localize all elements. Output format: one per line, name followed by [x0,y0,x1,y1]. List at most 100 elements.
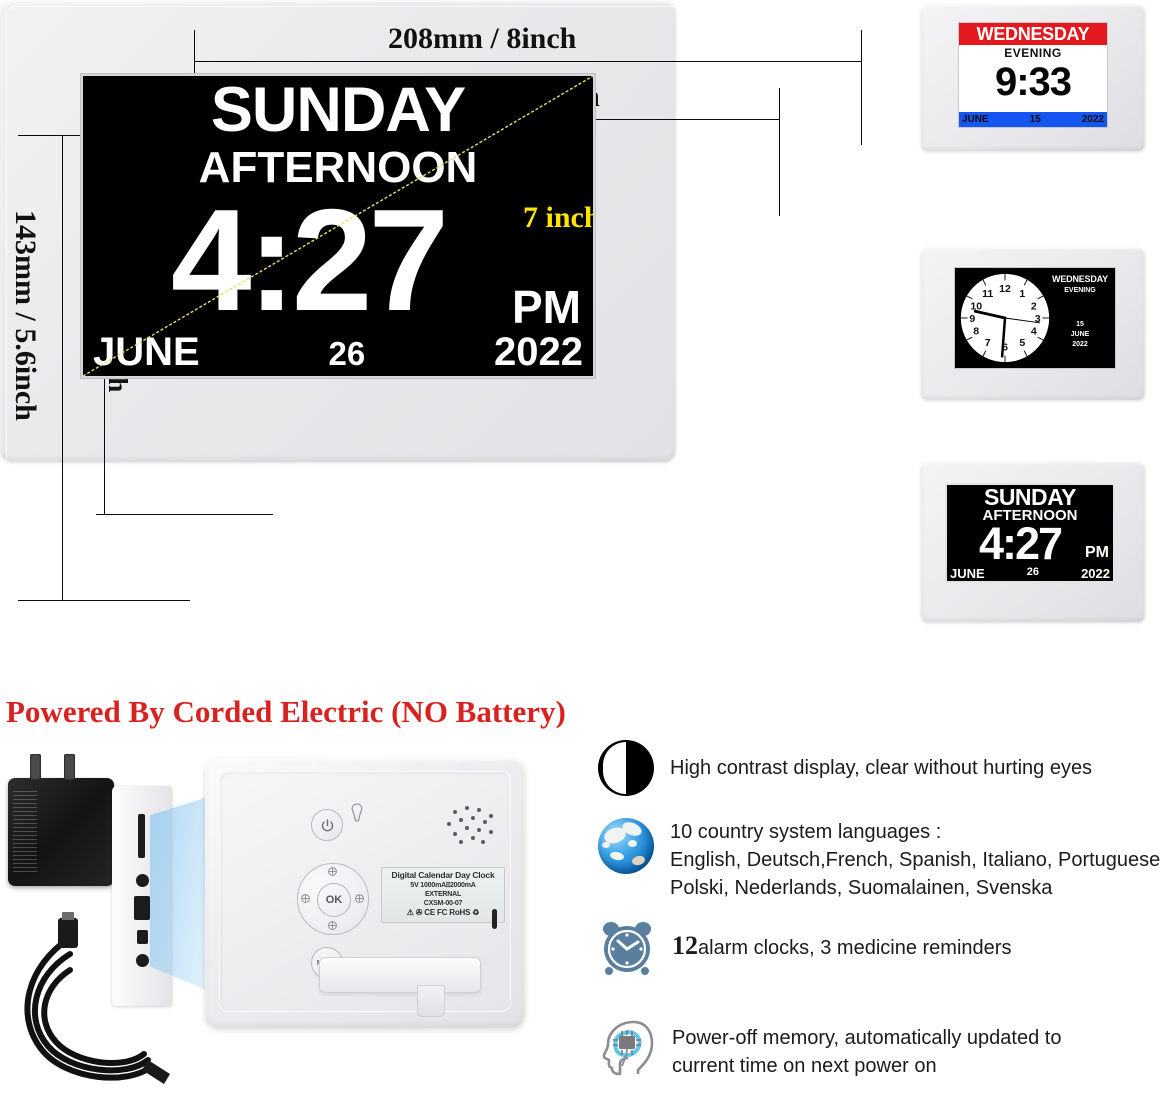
memory-line-1: Power-off memory, automatically updated … [672,1027,1062,1049]
alarm-description: alarm clocks, 3 medicine reminders [698,937,1012,959]
display-date: 26 [328,335,366,372]
feature-alarms-text: 12alarm clocks, 3 medicine reminders [672,932,1011,962]
thumbnail-color-mode: WEDNESDAY EVENING 9:33 JUNE 15 2022 [921,5,1145,151]
color-mode-body: EVENING 9:33 [959,45,1107,112]
display-year: 2022 [494,330,583,374]
color-mode-screen: WEDNESDAY EVENING 9:33 JUNE 15 2022 [959,23,1107,127]
dimension-tick-outer-bottom [18,600,190,601]
alarm-clock-icon [598,920,656,983]
svg-text:9: 9 [969,313,975,325]
svg-text:7: 7 [985,337,991,349]
feature-high-contrast: High contrast display, clear without hur… [598,740,1092,796]
dpad-up-button[interactable]: ⨁ [328,866,337,876]
main-clock-unit: SUNDAY AFTERNOON 4:27 PM JUNE 26 2022 7 … [0,0,676,462]
usb-a-port [134,896,150,920]
audio-jack [136,874,149,887]
adapter-prong-left [30,754,41,780]
back-panel-inner: ⨁ ⨁ ⨁ ⨁ OK MENU Digital Calendar Day Clo… [219,771,511,1017]
dimension-label-outer-height: 143mm / 5.6inch [9,210,42,421]
color-mode-day: WEDNESDAY [959,23,1107,45]
thumbnail-mono-mode: SUNDAY AFTERNOON 4:27 PM JUNE 26 2022 [921,462,1145,622]
display-month: JUNE [93,330,200,374]
adapter-spec-text [13,790,37,872]
sd-card-slot [138,814,145,858]
head-memory-icon [598,1018,656,1081]
label-external: EXTERNAL [424,891,462,898]
alarm-count: 12 [672,931,698,960]
mono-mode-time: 4:27 [978,518,1063,569]
product-spec-label: Digital Calendar Day Clock 5V 1000mA⍐200… [381,867,505,923]
diagonal-size-label: 7 inch [523,201,593,234]
label-power-rating: 5V 1000mA⍐2000mA [410,882,476,889]
speaker-grille [447,806,493,848]
side-slot [492,909,497,929]
languages-heading: 10 country system languages : [670,821,942,843]
display-time: 4:27 [170,179,449,341]
power-button[interactable] [311,809,343,841]
main-display-screen: SUNDAY AFTERNOON 4:27 PM JUNE 26 2022 7 … [83,76,593,376]
dpad-down-button[interactable]: ⨁ [328,920,337,930]
feature-languages-text: 10 country system languages : English, D… [670,818,1160,902]
label-product-name: Digital Calendar Day Clock [391,870,495,880]
clock-back-panel: ⨁ ⨁ ⨁ ⨁ OK MENU Digital Calendar Day Clo… [205,758,525,1028]
memory-line-2: current time on next power on [672,1055,937,1077]
mono-mode-year: 2022 [1081,566,1110,581]
ok-button[interactable]: OK [317,883,351,917]
svg-text:12: 12 [999,283,1011,295]
color-mode-year: 2022 [1081,114,1104,125]
navigation-dpad[interactable]: ⨁ ⨁ ⨁ ⨁ OK [297,863,369,935]
display-ampm: PM [512,281,581,333]
mono-mode-part-of-day: AFTERNOON [982,507,1078,524]
analog-mode-date-block: 15 JUNE 2022 [1047,320,1113,350]
analog-mode-info: WEDNESDAY EVENING 15 JUNE 2022 [1047,274,1113,350]
mono-mode-date: 26 [1026,566,1039,578]
usb-wall-adapter [8,754,114,886]
color-mode-time: 9:33 [994,60,1072,104]
svg-text:3: 3 [1035,313,1041,325]
wall-mount-keyhole-icon [351,803,363,822]
micro-usb-port [137,930,148,944]
powered-by-headline: Powered By Corded Electric (NO Battery) [6,694,566,729]
analog-mode-day: WEDNESDAY [1052,274,1108,284]
globe-icon [598,818,654,874]
usb-cable [24,912,170,1084]
side-port-panel [112,786,172,1006]
dimension-line-outer-width-top [194,61,862,62]
dc-power-jack [136,954,149,967]
dimension-line-outer-height [62,135,63,601]
color-mode-month: JUNE [962,114,989,125]
feature-power-off-memory: Power-off memory, automatically updated … [598,1018,1061,1081]
dimension-tick-screen-bottom [96,514,273,515]
svg-text:10: 10 [970,300,982,312]
svg-text:4: 4 [1031,325,1037,337]
feature-power-off-memory-text: Power-off memory, automatically updated … [672,1024,1061,1080]
display-day: SUNDAY [210,76,466,145]
dimension-label-outer-width: 208mm / 8inch [388,22,577,55]
languages-line-2: Polski, Nederlands, Suomalainen, Svenska [670,877,1053,899]
mono-mode-day: SUNDAY [983,485,1077,510]
dpad-left-button[interactable]: ⨁ [301,893,310,903]
label-model-number: CXSM-00-07 [423,900,463,907]
svg-text:6: 6 [1002,342,1008,354]
svg-text:11: 11 [982,288,993,300]
mono-mode-ampm: PM [1085,544,1109,561]
kickstand-foot [417,985,445,1017]
label-certification-marks: ⚠ ✇ CE FC RoHS ♻ [406,908,480,917]
analog-mode-month: JUNE [1070,331,1090,338]
svg-text:1: 1 [1019,288,1025,300]
svg-text:8: 8 [973,325,979,337]
adapter-prong-right [64,754,75,780]
feature-languages: 10 country system languages : English, D… [598,818,1160,902]
mono-mode-date-row: JUNE 26 2022 [950,566,1110,581]
color-mode-date: 15 [1029,114,1041,125]
dpad-right-button[interactable]: ⨁ [355,893,364,903]
color-mode-part-of-day: EVENING [1004,46,1062,60]
analog-mode-year: 2022 [1072,341,1088,348]
feature-alarms: 12alarm clocks, 3 medicine reminders [598,920,1011,983]
kickstand [319,957,481,993]
mono-mode-month: JUNE [950,566,985,581]
svg-text:5: 5 [1019,337,1025,349]
